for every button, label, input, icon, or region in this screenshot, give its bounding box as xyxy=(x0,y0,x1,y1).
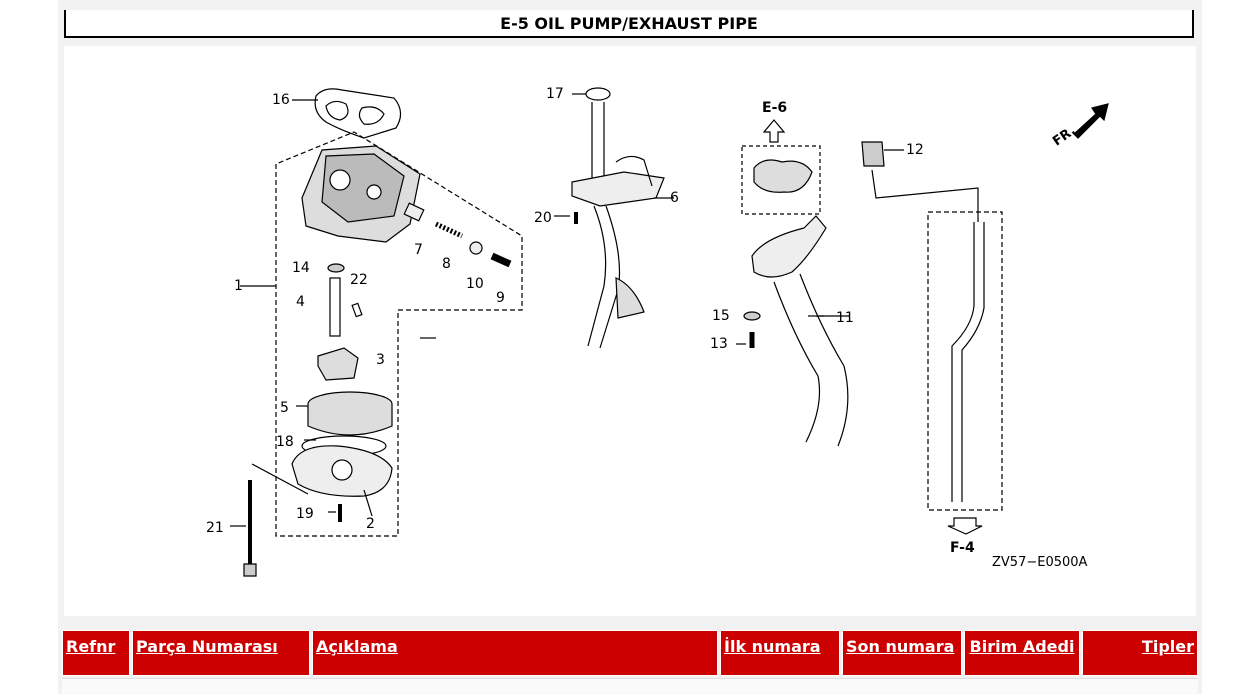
callout-8: 8 xyxy=(442,256,451,272)
col-aciklama-link[interactable]: Açıklama xyxy=(316,637,398,656)
col-ilk-numara[interactable]: İlk numara xyxy=(720,630,840,676)
callout-1: 1 xyxy=(234,278,243,294)
callout-4: 4 xyxy=(296,294,305,310)
callout-12: 12 xyxy=(906,142,924,158)
callout-22: 22 xyxy=(350,272,368,288)
callout-6: 6 xyxy=(670,190,679,206)
callout-21: 21 xyxy=(206,520,224,536)
callout-13: 13 xyxy=(710,336,728,352)
page-title-text: E-5 OIL PUMP/EXHAUST PIPE xyxy=(500,13,758,33)
callout-20: 20 xyxy=(534,210,552,226)
page-title: E-5 OIL PUMP/EXHAUST PIPE xyxy=(64,10,1194,38)
col-tipler-link[interactable]: Tipler xyxy=(1141,637,1194,656)
col-son-numara-link[interactable]: Son numara xyxy=(846,637,955,656)
col-parca-numarasi-link[interactable]: Parça Numarası xyxy=(136,637,278,656)
callout-14: 14 xyxy=(292,260,310,276)
callout-15: 15 xyxy=(712,308,730,324)
callout-18: 18 xyxy=(276,434,294,450)
ref-f4: F-4 xyxy=(950,540,975,556)
callout-17: 17 xyxy=(546,86,564,102)
callout-9: 9 xyxy=(496,290,505,306)
col-ilk-numara-link[interactable]: İlk numara xyxy=(724,637,821,656)
direction-label: FR. xyxy=(1050,123,1078,149)
col-refnr-link[interactable]: Refnr xyxy=(66,637,116,656)
col-aciklama[interactable]: Açıklama xyxy=(312,630,718,676)
col-son-numara[interactable]: Son numara xyxy=(842,630,962,676)
col-tipler[interactable]: Tipler xyxy=(1082,630,1198,676)
parts-table: Refnr Parça Numarası Açıklama İlk numara… xyxy=(62,626,1198,695)
parts-diagram: 16 1 14 4 22 3 5 18 19 2 21 7 8 10 9 17 … xyxy=(64,46,1196,616)
callout-3: 3 xyxy=(376,352,385,368)
col-parca-numarasi[interactable]: Parça Numarası xyxy=(132,630,310,676)
ref-e6: E-6 xyxy=(762,100,787,116)
drawing-code: ZV57−E0500A xyxy=(992,555,1088,570)
table-row xyxy=(62,678,1198,695)
callout-2: 2 xyxy=(366,516,375,532)
parts-diagram-svg: 16 1 14 4 22 3 5 18 19 2 21 7 8 10 9 17 … xyxy=(206,86,1109,577)
callout-19: 19 xyxy=(296,506,314,522)
col-birim-adedi[interactable]: Birim Adedi xyxy=(964,630,1080,676)
callout-5: 5 xyxy=(280,400,289,416)
callout-16: 16 xyxy=(272,92,290,108)
callout-11: 11 xyxy=(836,310,854,326)
col-refnr[interactable]: Refnr xyxy=(62,630,130,676)
col-birim-adedi-link[interactable]: Birim Adedi xyxy=(969,637,1075,656)
callout-10: 10 xyxy=(466,276,484,292)
callout-7: 7 xyxy=(414,242,423,258)
